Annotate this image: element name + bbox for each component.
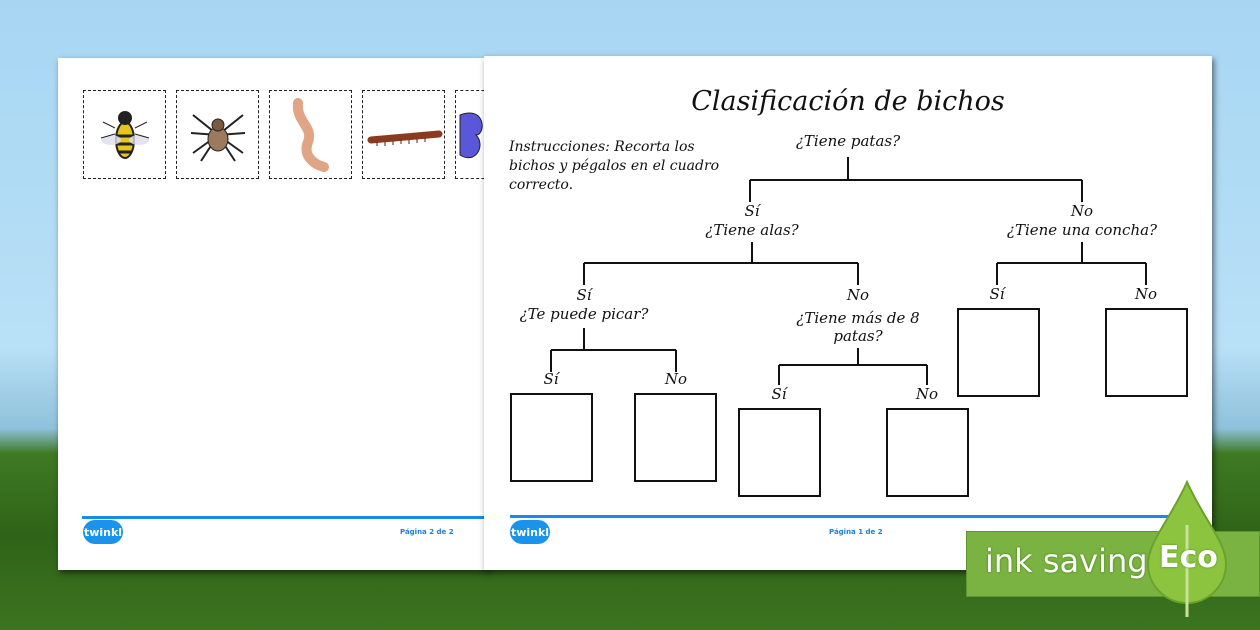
millipede-icon: [367, 130, 442, 146]
label-no: No: [1134, 285, 1158, 303]
question-line: ¿Tiene más de 8: [796, 309, 920, 327]
page-title: Clasificación de bichos: [691, 86, 1005, 117]
label-yes: Sí: [771, 385, 787, 403]
question-line: patas?: [833, 327, 883, 345]
label-yes: Sí: [989, 285, 1005, 303]
question-legs: ¿Tiene patas?: [795, 132, 901, 150]
answer-box: [634, 393, 717, 482]
cutout-spider: [176, 90, 259, 179]
answer-box: [510, 393, 593, 482]
instructions-line: Instrucciones: Recorta los: [509, 139, 695, 155]
tree-lines: [550, 157, 1147, 385]
answer-box: [886, 408, 969, 497]
question-sting: ¿Te puede picar?: [519, 305, 649, 323]
answer-box: [1105, 308, 1188, 397]
page-number: Página 1 de 2: [829, 528, 883, 536]
footer-rule: [82, 516, 488, 519]
twinkl-logo: twinkl: [83, 520, 123, 544]
label-yes: Sí: [744, 202, 760, 220]
badge-text: ink saving: [985, 542, 1148, 580]
cutout-millipede: [362, 90, 445, 179]
label-no: No: [664, 370, 688, 388]
instructions: Instrucciones: Recorta los bichos y péga…: [509, 138, 719, 195]
question-shell: ¿Tiene una concha?: [1006, 221, 1158, 239]
wasp-icon: [100, 110, 149, 159]
answer-box: [738, 408, 821, 497]
cutout-butterfly: [455, 90, 495, 179]
worm-icon: [292, 98, 329, 172]
worksheet-page-1: Clasificación de bichos Instrucciones: R…: [484, 56, 1212, 570]
worksheet-page-2: twinkl Página 2 de 2: [58, 58, 495, 570]
instructions-line: correcto.: [509, 177, 574, 193]
label-yes: Sí: [543, 370, 559, 388]
butterfly-icon: [459, 112, 483, 158]
instructions-line: bichos y pégalos en el cuadro: [509, 158, 720, 174]
page-number: Página 2 de 2: [400, 528, 454, 536]
label-no: No: [915, 385, 939, 403]
twinkl-logo: twinkl: [510, 520, 550, 544]
leaf-drop-icon: [1146, 480, 1228, 617]
cutout-worm: [269, 90, 352, 179]
label-no: No: [1070, 202, 1094, 220]
question-wings: ¿Tiene alas?: [705, 221, 799, 239]
footer-rule: [510, 515, 1200, 518]
label-yes: Sí: [576, 286, 592, 304]
cutout-wasp: [83, 90, 166, 179]
spider-icon: [190, 113, 245, 162]
answer-box: [957, 308, 1040, 397]
label-no: No: [846, 286, 870, 304]
eco-label: Eco: [1159, 540, 1218, 575]
